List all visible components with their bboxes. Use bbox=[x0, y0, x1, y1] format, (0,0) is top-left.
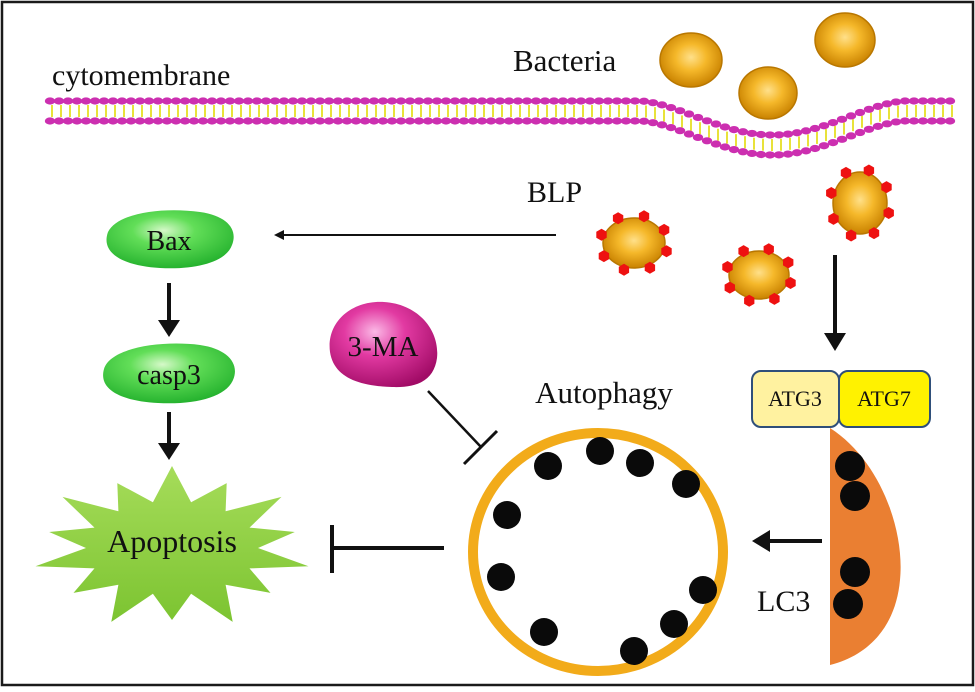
lipoprotein-bacterium-icon bbox=[596, 210, 672, 276]
bax-to-casp3-arrow bbox=[158, 320, 180, 337]
autophagy-label: Autophagy bbox=[535, 375, 673, 410]
3-ma-inhibitor bbox=[329, 301, 438, 388]
lc3-label: LC3 bbox=[757, 585, 810, 618]
apoptosis-label: Apoptosis bbox=[107, 523, 237, 559]
granule-icon bbox=[835, 451, 865, 481]
bacterium-icon bbox=[738, 66, 798, 120]
granule-icon bbox=[586, 437, 614, 465]
granule-icon bbox=[840, 481, 870, 511]
cytomembrane-label: cytomembrane bbox=[52, 59, 230, 92]
3-ma-label: 3-MA bbox=[348, 331, 419, 363]
casp3-protein bbox=[103, 343, 235, 404]
granule-icon bbox=[530, 618, 558, 646]
autophagosome bbox=[468, 428, 728, 676]
casp3-label: casp3 bbox=[137, 360, 201, 391]
casp3-to-apoptosis-arrow bbox=[158, 443, 180, 460]
granule-icon bbox=[833, 589, 863, 619]
bacteria-label: Bacteria bbox=[513, 43, 617, 78]
bacterium-icon bbox=[659, 32, 723, 88]
apoptosis-burst bbox=[35, 466, 309, 622]
granule-icon bbox=[840, 557, 870, 587]
granule-icon bbox=[660, 610, 688, 638]
bax-label: Bax bbox=[146, 226, 191, 257]
bacterium-icon bbox=[814, 12, 876, 68]
atg7-label: ATG7 bbox=[857, 386, 911, 411]
inhibition-bar bbox=[462, 429, 499, 466]
granule-icon bbox=[689, 576, 717, 604]
granule-icon bbox=[620, 637, 648, 665]
lc3-to-autophagy-arrow bbox=[752, 530, 770, 552]
blp-label: BLP bbox=[527, 176, 582, 209]
atg3-label: ATG3 bbox=[768, 386, 822, 411]
bax-protein bbox=[106, 210, 234, 269]
blp-to-atg-arrow bbox=[824, 333, 846, 351]
lipoprotein-bacterium-icon bbox=[826, 164, 894, 242]
3-ma-inhibits-autophagy-line bbox=[427, 390, 482, 448]
granule-icon bbox=[626, 449, 654, 477]
cytomembrane-bilayer bbox=[44, 97, 956, 159]
granule-icon bbox=[493, 501, 521, 529]
granule-icon bbox=[534, 452, 562, 480]
atg7-box bbox=[838, 370, 931, 428]
autophagosome-granules bbox=[487, 437, 717, 665]
granule-icon bbox=[672, 470, 700, 498]
granule-icon bbox=[487, 563, 515, 591]
lipoprotein-bacterium-icon bbox=[722, 243, 796, 307]
